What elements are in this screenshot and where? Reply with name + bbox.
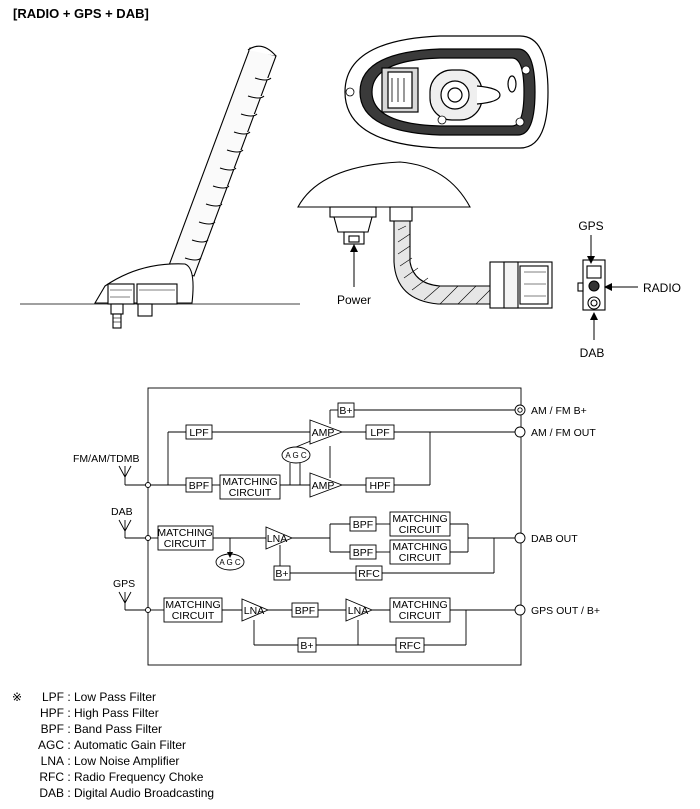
bplus-gps-block: B+ [300, 640, 313, 652]
bplus-fm-block: B+ [339, 405, 352, 417]
dab-connector-label: DAB [580, 346, 605, 360]
agc-dab: A G C [219, 558, 241, 567]
bpf-block: BPF [189, 480, 209, 492]
legend-text: Band Pass Filter [74, 722, 163, 736]
legend-text: High Pass Filter [74, 706, 159, 720]
rfc-gps-block: RFC [399, 640, 421, 652]
power-label: Power [337, 293, 371, 307]
shark-fin-antenna [94, 45, 277, 329]
gps-label: GPS [578, 219, 603, 233]
matching-gps-l2: CIRCUIT [172, 610, 215, 622]
legend-text: Digital Audio Broadcasting [74, 786, 215, 800]
radio-label: RADIO [643, 281, 681, 295]
legend-abbr: DAB [39, 786, 64, 800]
page-title: [RADIO + GPS + DAB] [13, 6, 149, 21]
agc-fm: A G C [285, 451, 307, 460]
legend-row: LNA : Low Noise Amplifier [12, 753, 214, 769]
legend-row: RFC : Radio Frequency Choke [12, 769, 214, 785]
dab-input-label: DAB [111, 506, 133, 518]
bpf-dab-lower: BPF [353, 547, 373, 559]
legend-row: AGC : Automatic Gain Filter [12, 737, 214, 753]
matching-dab-lower-l1: MATCHING [392, 541, 447, 553]
gps-out-label: GPS OUT / B+ [531, 605, 600, 617]
legend-abbr: LNA [40, 754, 64, 768]
lpf-out-block: LPF [370, 427, 389, 439]
connector-end-view [577, 259, 606, 311]
matching-dab-lower-l2: CIRCUIT [399, 552, 442, 564]
lpf-block: LPF [189, 427, 208, 439]
lna-gps-1: LNA [244, 605, 264, 617]
legend-abbr: HPF [40, 706, 64, 720]
matching-circuit-dab-l2: CIRCUIT [164, 538, 207, 550]
fm-am-tdmb-input-label: FM/AM/TDMB [73, 453, 140, 465]
antenna-illustration: Power GPS RADIO DAB [20, 35, 681, 360]
lna-dab-block: LNA [267, 533, 287, 545]
matching-circuit-fm-l2: CIRCUIT [229, 487, 272, 499]
legend-abbr: AGC [37, 738, 64, 752]
matching-gps-l1: MATCHING [165, 599, 220, 611]
lna-gps-2: LNA [348, 605, 368, 617]
antenna-bottom-view [344, 35, 549, 149]
bpf-gps-block: BPF [295, 605, 315, 617]
note-mark: ※ [12, 690, 23, 704]
legend-abbr: RFC [39, 770, 64, 784]
dab-out-label: DAB OUT [531, 533, 578, 545]
am-fm-bplus-label: AM / FM B+ [531, 405, 587, 417]
amp-upper-block: AMP [312, 427, 335, 439]
gps-input-label: GPS [113, 578, 135, 590]
legend-text: Radio Frequency Choke [74, 770, 204, 784]
am-fm-out-label: AM / FM OUT [531, 427, 596, 439]
legend-row: DAB : Digital Audio Broadcasting [12, 785, 214, 801]
legend-abbr: BPF [40, 722, 64, 736]
legend-text: Low Pass Filter [74, 690, 157, 704]
antenna-block-schematic: FM/AM/TDMB DAB GPS AM / FM B+ AM / FM OU… [73, 387, 600, 666]
matching-circuit-fm-l1: MATCHING [222, 476, 277, 488]
module-enclosure [147, 387, 522, 666]
legend-text: Automatic Gain Filter [74, 738, 187, 752]
rfc-dab-block: RFC [358, 568, 380, 580]
legend-text: Low Noise Amplifier [74, 754, 180, 768]
matching-gps-out-l1: MATCHING [392, 599, 447, 611]
matching-gps-out-l2: CIRCUIT [399, 610, 442, 622]
matching-dab-upper-l1: MATCHING [392, 513, 447, 525]
matching-dab-upper-l2: CIRCUIT [399, 524, 442, 536]
matching-circuit-dab-l1: MATCHING [157, 527, 212, 539]
legend-row: HPF : High Pass Filter [12, 705, 214, 721]
hpf-block: HPF [370, 480, 391, 492]
legend-abbr: LPF [41, 690, 64, 704]
abbreviation-legend: ※ LPF : Low Pass Filter HPF : High Pass … [12, 689, 214, 801]
amp-lower-block: AMP [312, 480, 335, 492]
legend-row: ※ LPF : Low Pass Filter [12, 690, 157, 704]
bpf-dab-upper: BPF [353, 519, 373, 531]
antenna-connector-side-view [297, 161, 553, 309]
legend-row: BPF : Band Pass Filter [12, 721, 214, 737]
bplus-dab-block: B+ [275, 568, 288, 580]
